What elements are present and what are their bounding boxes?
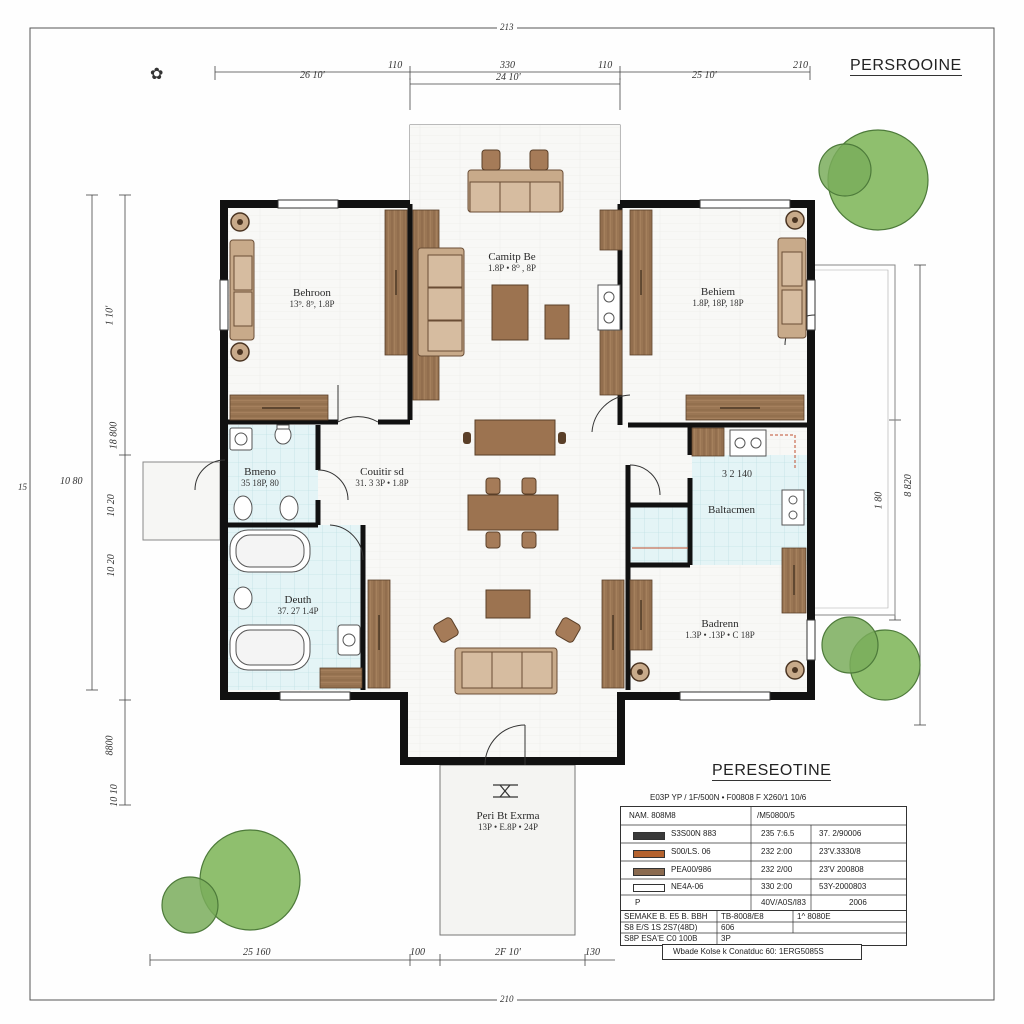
- legend-header-left: NAM. 808M8: [629, 811, 676, 820]
- top-dim-1: 26 10': [300, 70, 325, 81]
- top-dim-7: 210: [793, 60, 808, 71]
- legend-grid: [621, 807, 906, 911]
- legend-row-label: NE4A-06: [671, 882, 704, 891]
- room-label-center-top: Camitp Be 1.8P • 8⁰ , 8P: [462, 251, 562, 274]
- title-block-cell: TB-8008/E8: [721, 912, 764, 921]
- room-size: 13⁹. 8⁹, 1.8P: [289, 299, 335, 309]
- top-dim-2: 110: [388, 60, 403, 71]
- drawing-title: PERSROOINE: [850, 57, 962, 76]
- room-name: Behiem: [700, 286, 736, 298]
- room-size: 1.8P, 18P, 18P: [692, 298, 744, 308]
- frame-top-dim: 213: [497, 22, 517, 32]
- room-label-bathroom-small: Bmeno 35 18P, 80: [225, 466, 295, 488]
- room-label-bedroom-br: Badrenn 1.3P • .13P • C 18P: [665, 618, 775, 640]
- title-block-cell: S8 E/S 1S 2S7(48D): [624, 923, 698, 932]
- legend-row-c1: 40V/A0S/I83: [761, 898, 806, 907]
- room-name: Bmeno: [244, 466, 276, 478]
- room-label-kitchen: 3 2 140: [722, 469, 752, 480]
- bottom-dim-2: 2F 10': [495, 947, 521, 958]
- room-name: Camitp Be: [488, 251, 536, 263]
- legend-swatch-3: [633, 884, 665, 892]
- room-name: Peri Bt Exrma: [476, 810, 540, 822]
- legend-row-c2: 53Y-2000803: [819, 882, 867, 891]
- room-label-porch: Peri Bt Exrma 13P • E.8P • 24P: [458, 810, 558, 832]
- flower-icon: ✿: [150, 66, 164, 83]
- legend-row-c2: 2006: [849, 898, 867, 907]
- top-dim-6: 25 10': [692, 70, 717, 81]
- legend-row-c2: 37. 2/90006: [819, 829, 862, 838]
- top-dim-3: 330: [500, 60, 515, 71]
- legend-header-right: /M50800/5: [757, 811, 795, 820]
- room-label-bedroom-left: Behroon 13⁹. 8⁹, 1.8P: [262, 287, 362, 309]
- legend-row-c1: 232 2:00: [761, 847, 793, 856]
- room-label-bath-left: Deuth 37. 27 1.4P: [258, 594, 338, 616]
- room-name: Couitir sd: [360, 466, 404, 478]
- legend-row-label: PEA00/986: [671, 865, 712, 874]
- left-dim-3: 10 80: [60, 476, 83, 487]
- room-name: Deuth: [284, 594, 312, 606]
- bottom-dim-3: 100: [410, 947, 425, 958]
- legend-row-label: S00/LS. 06: [671, 847, 711, 856]
- legend-table: NAM. 808M8 /M50800/5 S3S00N 883 235 7:6.…: [620, 806, 907, 912]
- title-block-cell: 606: [721, 923, 735, 932]
- title-block-cell: SEMAKE B. E5 B. BBH: [624, 912, 708, 921]
- legend-row-c1: 232 2/00: [761, 865, 793, 874]
- title-block-cell: 3P: [721, 934, 731, 943]
- bottom-dim-1: 25 160: [243, 947, 271, 958]
- room-name: Behroon: [293, 287, 331, 299]
- title-block-note: Wbade Kolse k Conatduc 60: 1ERG5085S: [662, 944, 862, 960]
- legend-row-label: S3S00N 883: [671, 829, 717, 838]
- top-dim-5: 110: [598, 60, 613, 71]
- legend-row-label: P: [635, 898, 641, 907]
- room-label-bathroom-right: Baltacmen: [708, 504, 756, 516]
- legend-swatch-1: [633, 850, 665, 858]
- frame-bottom-dim: 210: [497, 994, 517, 1004]
- room-size: 1.8P • 8⁰ , 8P: [488, 263, 536, 273]
- room-name: Badrenn: [701, 618, 739, 630]
- title-block-grid: [621, 911, 906, 945]
- legend-swatch-0: [633, 832, 665, 840]
- room-label-center-mid: Couitir sd 31. 3 3P • 1.8P: [332, 466, 432, 488]
- legend-row-c1: 330 2:00: [761, 882, 793, 891]
- legend-row-c2: 23'V.3330/8: [819, 847, 861, 856]
- room-size: 31. 3 3P • 1.8P: [355, 478, 409, 488]
- legend-row-c1: 235 7:6.5: [761, 829, 795, 838]
- room-size: 1.3P • .13P • C 18P: [685, 630, 755, 640]
- title-block-note-text: Wbade Kolse k Conatduc 60: 1ERG5085S: [673, 947, 824, 956]
- room-label-bedroom-right: Behiem 1.8P, 18P, 18P: [668, 286, 768, 308]
- perspective-title: PERESEOTINE: [712, 762, 832, 781]
- title-block-cell: S8P ESA'E C0 100B: [624, 934, 698, 943]
- room-size: 35 18P, 80: [241, 478, 279, 488]
- frame-left-dim: 15: [18, 482, 27, 492]
- room-size: 37. 27 1.4P: [277, 606, 319, 616]
- perspective-subtitle: E03P YP / 1F/500N • F00808 F X260/1 10/6: [650, 793, 807, 802]
- legend-swatch-2: [633, 868, 665, 876]
- room-size: 13P • E.8P • 24P: [478, 822, 538, 832]
- title-block-cell: 1^ 8080E: [797, 912, 831, 921]
- top-dim-4: 24 10': [496, 72, 521, 83]
- title-block: SEMAKE B. E5 B. BBH TB-8008/E8 1^ 8080E …: [620, 910, 907, 946]
- bottom-dim-4: 130: [585, 947, 600, 958]
- legend-row-c2: 23'V 200808: [819, 865, 864, 874]
